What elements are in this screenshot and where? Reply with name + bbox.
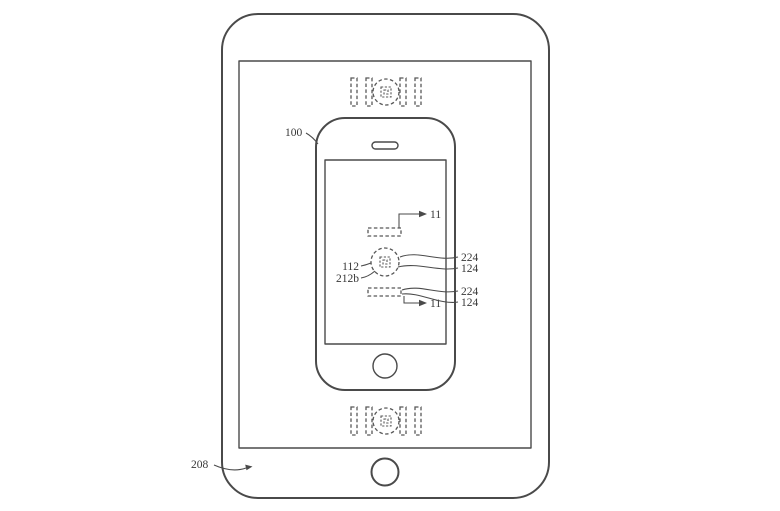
arrowhead-right-icon — [419, 299, 427, 307]
leader-line — [399, 254, 459, 259]
alignment-coil-icon — [372, 407, 400, 435]
magnet-bar-icon — [399, 406, 407, 436]
coil-center-dot-icon — [383, 89, 389, 95]
coil-center-square-icon — [379, 256, 391, 268]
ref-label-tablet: 208 — [191, 459, 209, 471]
alignment-coil-icon — [372, 78, 400, 106]
coil-center-dot-icon — [382, 259, 388, 265]
ref-label-magnet-bottom-inner: 124 — [461, 297, 479, 309]
magnet-bar-icon — [350, 406, 358, 436]
ref-label-magnet-top-inner: 124 — [461, 263, 479, 275]
ref-label-magnet-top-outer: 224 — [461, 252, 479, 264]
magnet-bar-bottom-icon — [367, 287, 402, 297]
phone-screen — [324, 159, 447, 345]
coil-center-square-icon — [380, 86, 392, 98]
section-label-bottom: 11 — [430, 298, 441, 310]
leader-line — [397, 265, 459, 270]
leader-line — [360, 262, 372, 267]
phone-speaker — [371, 141, 399, 150]
ref-label-phone: 100 — [285, 127, 303, 139]
coil-center-dot-icon — [383, 418, 389, 424]
magnet-bar-icon — [365, 77, 373, 107]
leader-line — [305, 132, 319, 145]
phone-body — [315, 117, 456, 391]
leader-line — [360, 270, 376, 279]
phone-home-button — [372, 353, 398, 379]
magnet-bar-icon — [399, 77, 407, 107]
phone-magnet-array — [367, 227, 402, 297]
magnet-bar-icon — [414, 77, 422, 107]
leader-line — [213, 464, 247, 471]
tablet-screen — [238, 60, 532, 449]
coil-center-square-icon — [380, 415, 392, 427]
magnet-bar-icon — [414, 406, 422, 436]
ref-label-magnet-bottom-outer: 224 — [461, 286, 479, 298]
tablet-device — [221, 13, 550, 499]
magnet-bar-top-icon — [367, 227, 402, 237]
magnet-bar-icon — [365, 406, 373, 436]
section-line — [398, 213, 419, 228]
arrowhead-icon — [245, 464, 253, 471]
magnet-bar-icon — [350, 77, 358, 107]
section-line — [403, 296, 419, 304]
arrowhead-right-icon — [419, 210, 427, 218]
tablet-home-button — [370, 457, 400, 487]
alignment-coil-icon — [370, 247, 400, 277]
section-label-top: 11 — [430, 209, 441, 221]
section-indicator-bottom: 11 — [403, 296, 441, 310]
ref-label-coil-sub: 212b — [336, 273, 359, 285]
leader-line — [401, 287, 459, 293]
ref-label-coil: 112 — [342, 261, 359, 273]
tablet-coil-top — [350, 77, 422, 107]
leader-line — [401, 293, 459, 303]
section-indicator-top: 11 — [398, 209, 441, 228]
tablet-body — [221, 13, 550, 499]
phone-device — [315, 117, 456, 391]
annotations: 100 112 212b 224 124 224 124 208 — [191, 127, 479, 471]
tablet-coil-bottom — [350, 406, 422, 436]
